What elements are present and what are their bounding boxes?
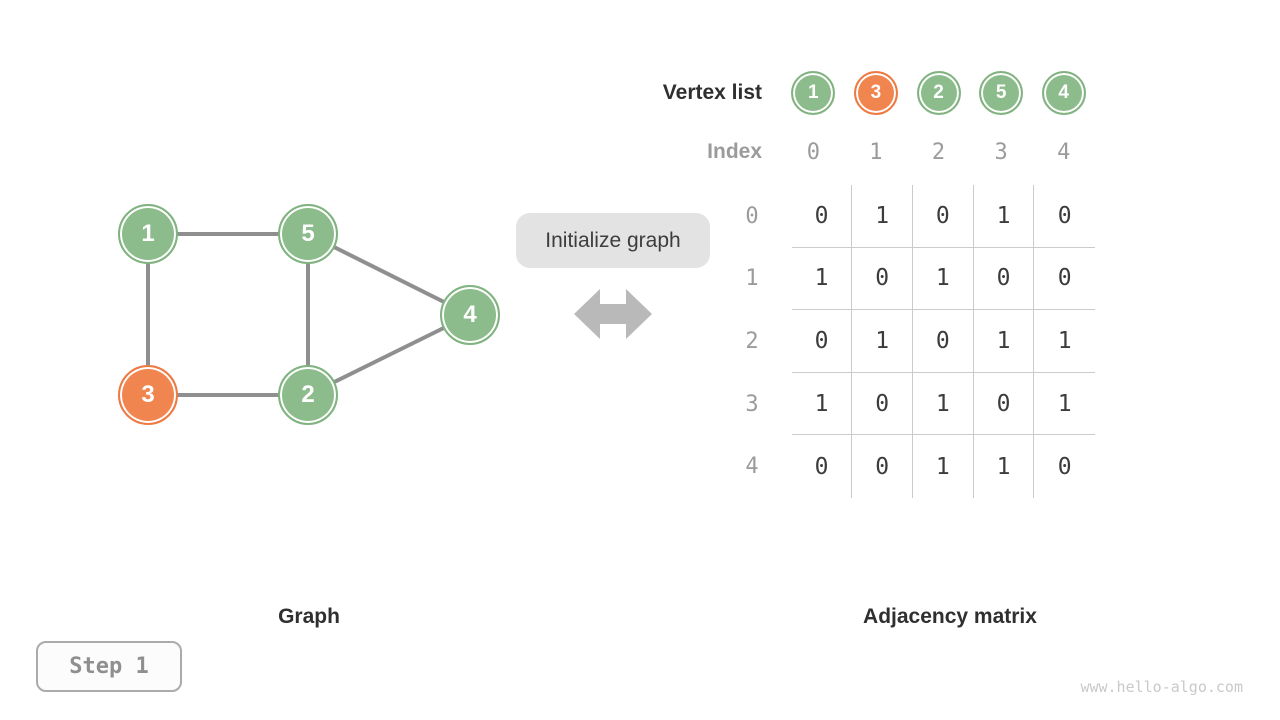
vertex-list-row: Vertex list 1 3 2 5 4	[655, 71, 1095, 115]
vertex-circle-5: 5	[979, 71, 1024, 115]
row-label-2: 2	[745, 328, 759, 354]
matrix-cell: 1	[791, 372, 853, 436]
matrix-cell: 0	[973, 372, 1035, 436]
row-label-1: 1	[745, 266, 759, 292]
row-label-3: 3	[745, 391, 759, 417]
matrix-cell: 1	[852, 310, 913, 373]
matrix-cell: 1	[913, 435, 974, 498]
row-label-0: 0	[745, 203, 759, 229]
double-arrow-icon	[574, 289, 652, 344]
matrix-cell: 0	[913, 185, 974, 248]
index-1: 1	[869, 139, 883, 165]
matrix-cell: 1	[852, 185, 913, 248]
index-label: Index	[707, 140, 763, 163]
matrix-cell: 1	[973, 185, 1035, 248]
matrix-cell: 1	[913, 247, 974, 311]
matrix-cell: 0	[852, 372, 913, 436]
graph-node-5: 5	[278, 204, 338, 264]
vertex-circle-1: 1	[791, 71, 836, 115]
vertex-list-label: Vertex list	[662, 81, 763, 104]
matrix-cell: 0	[791, 185, 853, 248]
matrix-cell: 0	[852, 247, 913, 311]
matrix-caption: Adjacency matrix	[863, 605, 1037, 628]
matrix-cell: 0	[791, 310, 853, 373]
initialize-graph-label: Initialize graph	[516, 213, 710, 268]
matrix-cell: 1	[1034, 310, 1095, 373]
matrix-row-0: 0 0 1 0 1 0	[655, 185, 1095, 248]
index-2: 2	[931, 139, 946, 165]
graph-node-2: 2	[278, 365, 338, 425]
matrix-row-3: 3 1 0 1 0 1	[655, 372, 1095, 436]
row-label-4: 4	[745, 454, 759, 480]
index-row: Index 0 1 2 3 4	[655, 130, 1095, 174]
vertex-circle-3: 3	[853, 71, 898, 115]
matrix-cell: 0	[1034, 248, 1095, 311]
matrix-cell: 1	[974, 435, 1035, 498]
graph-node-4: 4	[440, 285, 500, 345]
matrix-cell: 1	[791, 247, 853, 311]
vertex-circle-2: 2	[916, 71, 961, 115]
graph-caption: Graph	[278, 605, 340, 628]
matrix-row-1: 1 1 0 1 0 0	[655, 247, 1095, 311]
graph-node-3: 3	[118, 365, 178, 425]
matrix-cell: 0	[792, 435, 853, 498]
adjacency-matrix-panel: Vertex list 1 3 2 5 4 Index 0 1 2 3 4 0 …	[655, 71, 1095, 498]
matrix-cell: 0	[1034, 185, 1095, 248]
index-4: 4	[1057, 139, 1071, 165]
index-0: 0	[806, 139, 820, 165]
matrix-cell: 0	[913, 310, 974, 373]
index-3: 3	[994, 139, 1008, 165]
matrix-cell: 1	[913, 372, 974, 436]
matrix-row-2: 2 0 1 0 1 1	[655, 310, 1095, 373]
matrix-cell: 1	[973, 310, 1035, 373]
matrix-cell: 0	[852, 435, 913, 498]
graph-node-1: 1	[118, 204, 178, 264]
adjacency-matrix-grid: 0 0 1 0 1 0 1 1 0 1 0 0 2 0 1 0 1 1 3 1 …	[655, 185, 1095, 498]
matrix-row-4: 4 0 0 1 1 0	[655, 435, 1095, 498]
vertex-circle-4: 4	[1041, 71, 1086, 115]
matrix-cell: 0	[1057, 453, 1072, 480]
step-badge: Step 1	[36, 641, 182, 692]
matrix-cell: 0	[973, 247, 1035, 311]
matrix-cell: 1	[1034, 373, 1095, 436]
watermark: www.hello-algo.com	[1080, 678, 1243, 696]
